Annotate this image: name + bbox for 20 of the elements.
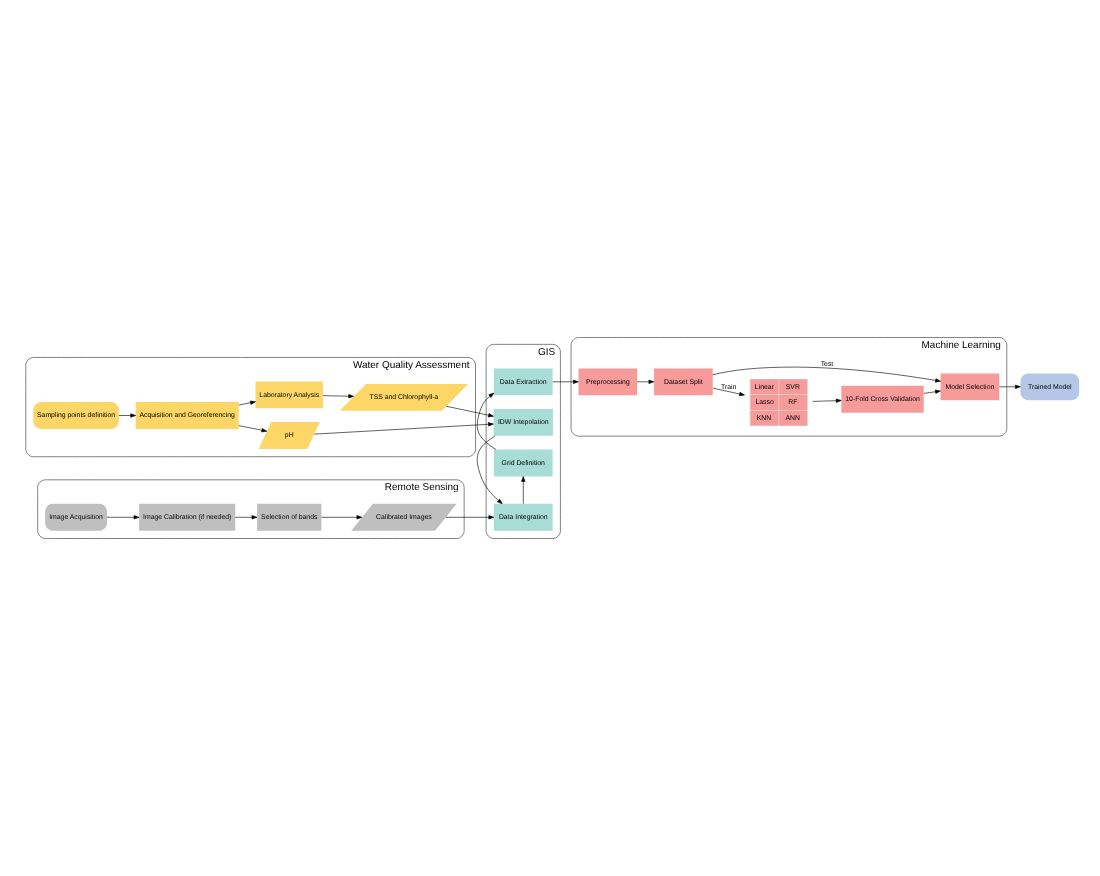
arrow — [445, 515, 495, 520]
arrow — [106, 515, 140, 520]
arrow — [712, 387, 745, 397]
arrow — [234, 515, 258, 520]
arrow — [552, 379, 579, 384]
arrow — [238, 425, 268, 433]
arrow — [712, 366, 941, 383]
arrow — [999, 384, 1021, 389]
arrow — [446, 405, 494, 418]
arrow — [636, 379, 655, 384]
arrow — [923, 389, 941, 394]
arrow — [118, 413, 136, 418]
arrow — [476, 392, 497, 450]
arrow — [321, 515, 363, 520]
arrow — [314, 422, 494, 435]
arrow — [521, 476, 526, 504]
arrow — [476, 435, 503, 505]
arrow — [238, 400, 256, 406]
arrow — [812, 398, 842, 403]
arrow — [322, 394, 354, 399]
